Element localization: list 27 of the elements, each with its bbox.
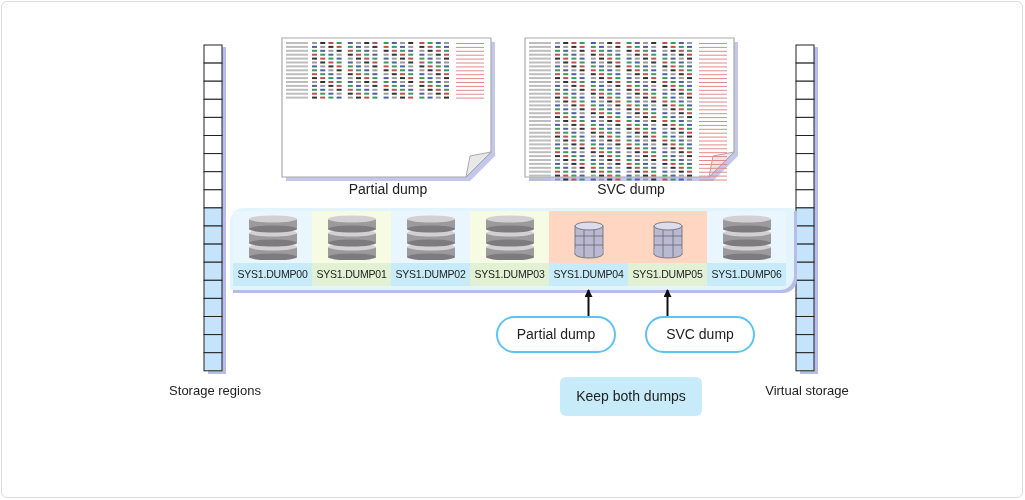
node-label: SVC dump [666, 325, 734, 344]
dump-dataset [470, 211, 549, 286]
node-label: SVC dump [597, 180, 665, 199]
node-label: SYS1.DUMP06 [711, 266, 782, 282]
dataset-band [230, 208, 794, 290]
dump-dataset [628, 211, 707, 286]
node-label: Partial dump [516, 325, 596, 344]
arrow [584, 289, 593, 317]
node-label: Partial dump [348, 180, 428, 199]
dump-type-pill [496, 316, 616, 353]
dump-dataset [391, 211, 470, 286]
node-label: Keep both dumps [576, 387, 686, 406]
arrow [663, 289, 672, 317]
node-label: SYS1.DUMP05 [632, 266, 703, 282]
node-label: Virtual storage [765, 381, 849, 400]
dump-dataset [233, 211, 312, 286]
dump-dataset [312, 211, 391, 286]
dump-type-pill [645, 316, 755, 353]
node-label: SYS1.DUMP00 [237, 266, 308, 282]
dump-dataset [707, 211, 786, 286]
note-box [560, 377, 702, 416]
node-label: Storage regions [169, 381, 261, 400]
node-label: SYS1.DUMP02 [395, 266, 466, 282]
node-label: SYS1.DUMP01 [316, 266, 387, 282]
node-label: SYS1.DUMP04 [553, 266, 624, 282]
dump-dataset [549, 211, 628, 286]
node-label: SYS1.DUMP03 [474, 266, 545, 282]
